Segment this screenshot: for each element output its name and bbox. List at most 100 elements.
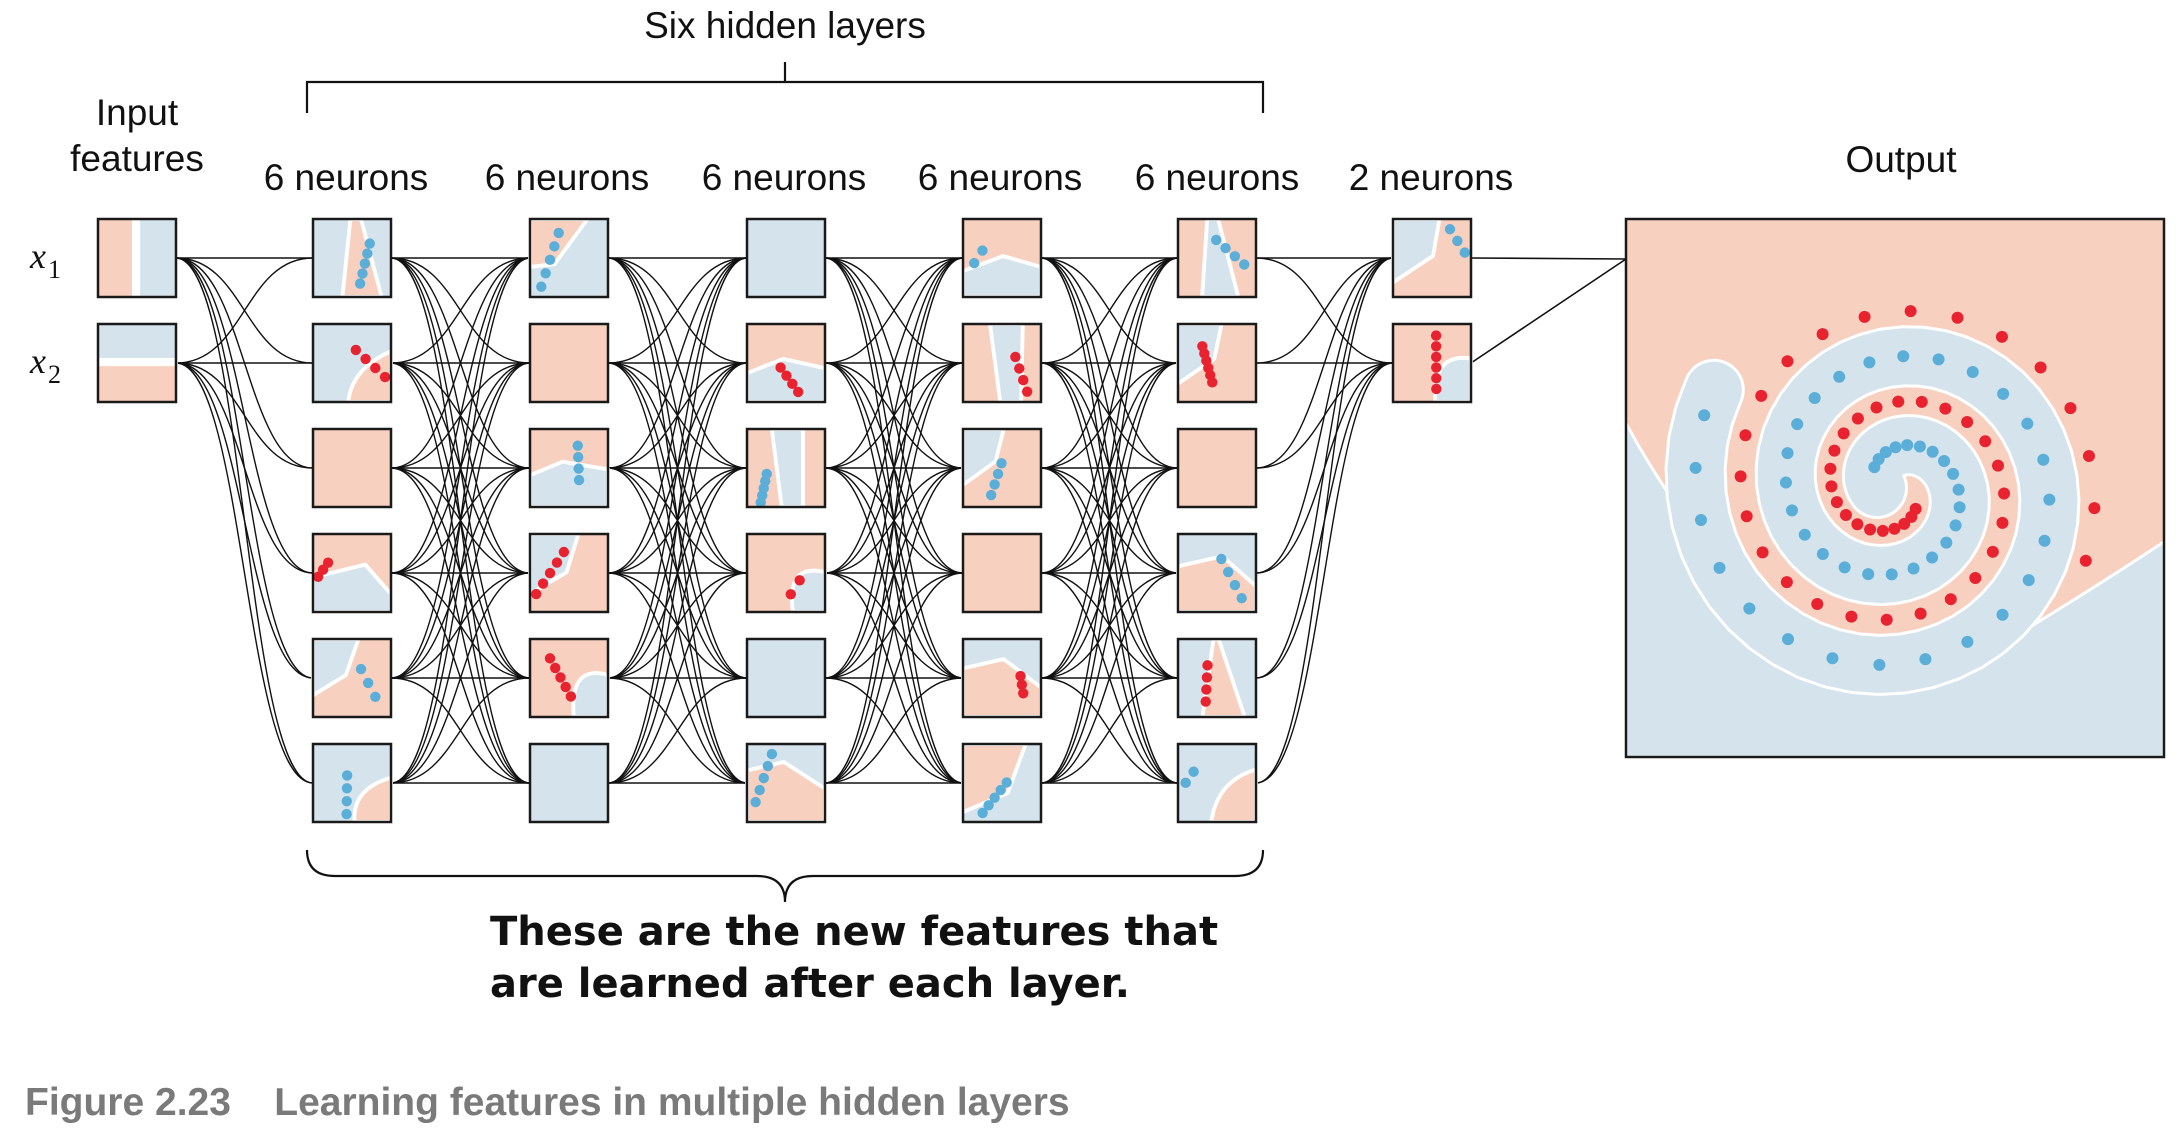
data-point bbox=[1018, 374, 1029, 386]
data-point bbox=[379, 371, 391, 383]
output-point-red bbox=[1837, 427, 1850, 440]
connection-line bbox=[1255, 257, 1394, 364]
data-point bbox=[550, 662, 561, 674]
output-point-blue bbox=[1808, 392, 1821, 405]
output-point-blue bbox=[1879, 446, 1892, 459]
output-point-red bbox=[1824, 462, 1837, 475]
data-point bbox=[551, 557, 563, 568]
layer-4-label: 6 neurons bbox=[918, 157, 1083, 198]
data-point bbox=[1216, 553, 1227, 565]
neuron-thumbnail-l2-n6 bbox=[528, 742, 610, 824]
data-point bbox=[794, 575, 805, 586]
output-point-red bbox=[1915, 395, 1928, 408]
output-point-blue bbox=[1862, 568, 1875, 581]
connection-line bbox=[175, 362, 314, 679]
data-point bbox=[995, 784, 1006, 796]
data-point bbox=[1010, 351, 1021, 363]
neuron-thumbnail-l3-n2 bbox=[745, 322, 827, 404]
output-point-red bbox=[1992, 459, 2005, 472]
data-point bbox=[989, 792, 1000, 803]
figure-caption: Figure 2.23 Learning features in multipl… bbox=[25, 1081, 1070, 1124]
connection-line bbox=[390, 362, 531, 784]
output-point-blue bbox=[1897, 350, 1910, 363]
output-point-blue bbox=[1713, 561, 1726, 574]
data-point bbox=[364, 238, 375, 249]
output-point-blue bbox=[1997, 387, 2010, 400]
data-point bbox=[544, 653, 556, 664]
data-point bbox=[359, 258, 371, 269]
output-point-blue bbox=[1926, 551, 1939, 564]
neuron-thumbnail-l2-n4 bbox=[528, 532, 610, 614]
output-point-blue bbox=[2043, 493, 2056, 506]
connection-line bbox=[1255, 362, 1394, 784]
connection-line bbox=[607, 257, 748, 574]
data-point bbox=[341, 808, 352, 820]
output-point-red bbox=[1998, 487, 2011, 500]
connection-line bbox=[1040, 257, 1179, 784]
data-point bbox=[1452, 235, 1463, 247]
data-point bbox=[1222, 566, 1234, 578]
neuron-thumbnail-l4-n4 bbox=[961, 532, 1043, 614]
connection-line bbox=[1255, 257, 1394, 574]
data-point bbox=[1229, 579, 1241, 591]
output-point-red bbox=[1914, 607, 1927, 620]
connection-lines bbox=[175, 257, 1627, 784]
output-point-red bbox=[2064, 402, 2077, 415]
connection-line bbox=[824, 257, 964, 574]
data-point bbox=[549, 241, 560, 252]
connection-line bbox=[1040, 362, 1179, 784]
neuron-thumbnail-l5-n3 bbox=[1176, 427, 1258, 509]
connection-line bbox=[1040, 677, 1179, 784]
output-point-red bbox=[1851, 412, 1864, 425]
neuron-thumbnail-l6-n2 bbox=[1391, 322, 1473, 404]
output-border bbox=[1624, 217, 2166, 759]
data-point bbox=[354, 278, 366, 289]
output-point-red bbox=[1811, 597, 1824, 610]
data-point bbox=[370, 362, 381, 374]
output-point-red bbox=[1828, 444, 1841, 457]
data-point bbox=[977, 807, 988, 819]
connection-line bbox=[390, 257, 531, 469]
data-point bbox=[558, 546, 570, 558]
data-point bbox=[370, 691, 381, 702]
connection-line bbox=[607, 572, 748, 784]
output-point-red bbox=[1898, 517, 1911, 530]
annotation-line1: These are the new features that bbox=[490, 909, 1218, 955]
data-point bbox=[350, 344, 362, 356]
input-x2-thumbnail bbox=[96, 322, 178, 404]
data-point bbox=[1444, 224, 1456, 235]
neuron-thumbnail-l4-n3 bbox=[961, 427, 1043, 509]
connection-line bbox=[390, 257, 531, 679]
output-point-blue bbox=[1863, 356, 1876, 369]
neuron-thumbnail-l3-n1 bbox=[745, 217, 827, 299]
neuron-thumbnail-l5-n5 bbox=[1176, 637, 1258, 719]
output-point-blue bbox=[1885, 568, 1898, 581]
output-point-red bbox=[1996, 516, 2009, 529]
data-point bbox=[555, 672, 566, 683]
connection-line bbox=[607, 257, 748, 469]
data-point bbox=[969, 257, 980, 269]
output-point-blue bbox=[1791, 418, 1804, 431]
output-point-red bbox=[1904, 305, 1917, 318]
data-point bbox=[572, 451, 584, 463]
data-point bbox=[536, 281, 547, 292]
connection-line bbox=[1040, 257, 1179, 574]
connection-line bbox=[390, 677, 531, 784]
neuron-thumbnail-l5-n4 bbox=[1176, 532, 1258, 614]
data-point bbox=[1229, 251, 1241, 262]
neuron-thumbnail-l5-n2 bbox=[1176, 322, 1258, 404]
output-point-blue bbox=[1782, 633, 1795, 646]
data-point bbox=[553, 227, 564, 239]
neuron-thumbnail-l3-n3 bbox=[745, 427, 827, 509]
connection-line bbox=[824, 257, 964, 469]
output-point-blue bbox=[2021, 417, 2034, 430]
neuron-thumbnail-l1-n3 bbox=[311, 427, 393, 509]
output-point-red bbox=[1995, 330, 2008, 343]
output-point-blue bbox=[2037, 453, 2050, 466]
output-point-red bbox=[1961, 415, 1974, 428]
data-point bbox=[977, 245, 988, 256]
output-point-red bbox=[1979, 435, 1992, 448]
x2-symbol: x bbox=[29, 341, 46, 381]
data-point bbox=[792, 386, 804, 398]
